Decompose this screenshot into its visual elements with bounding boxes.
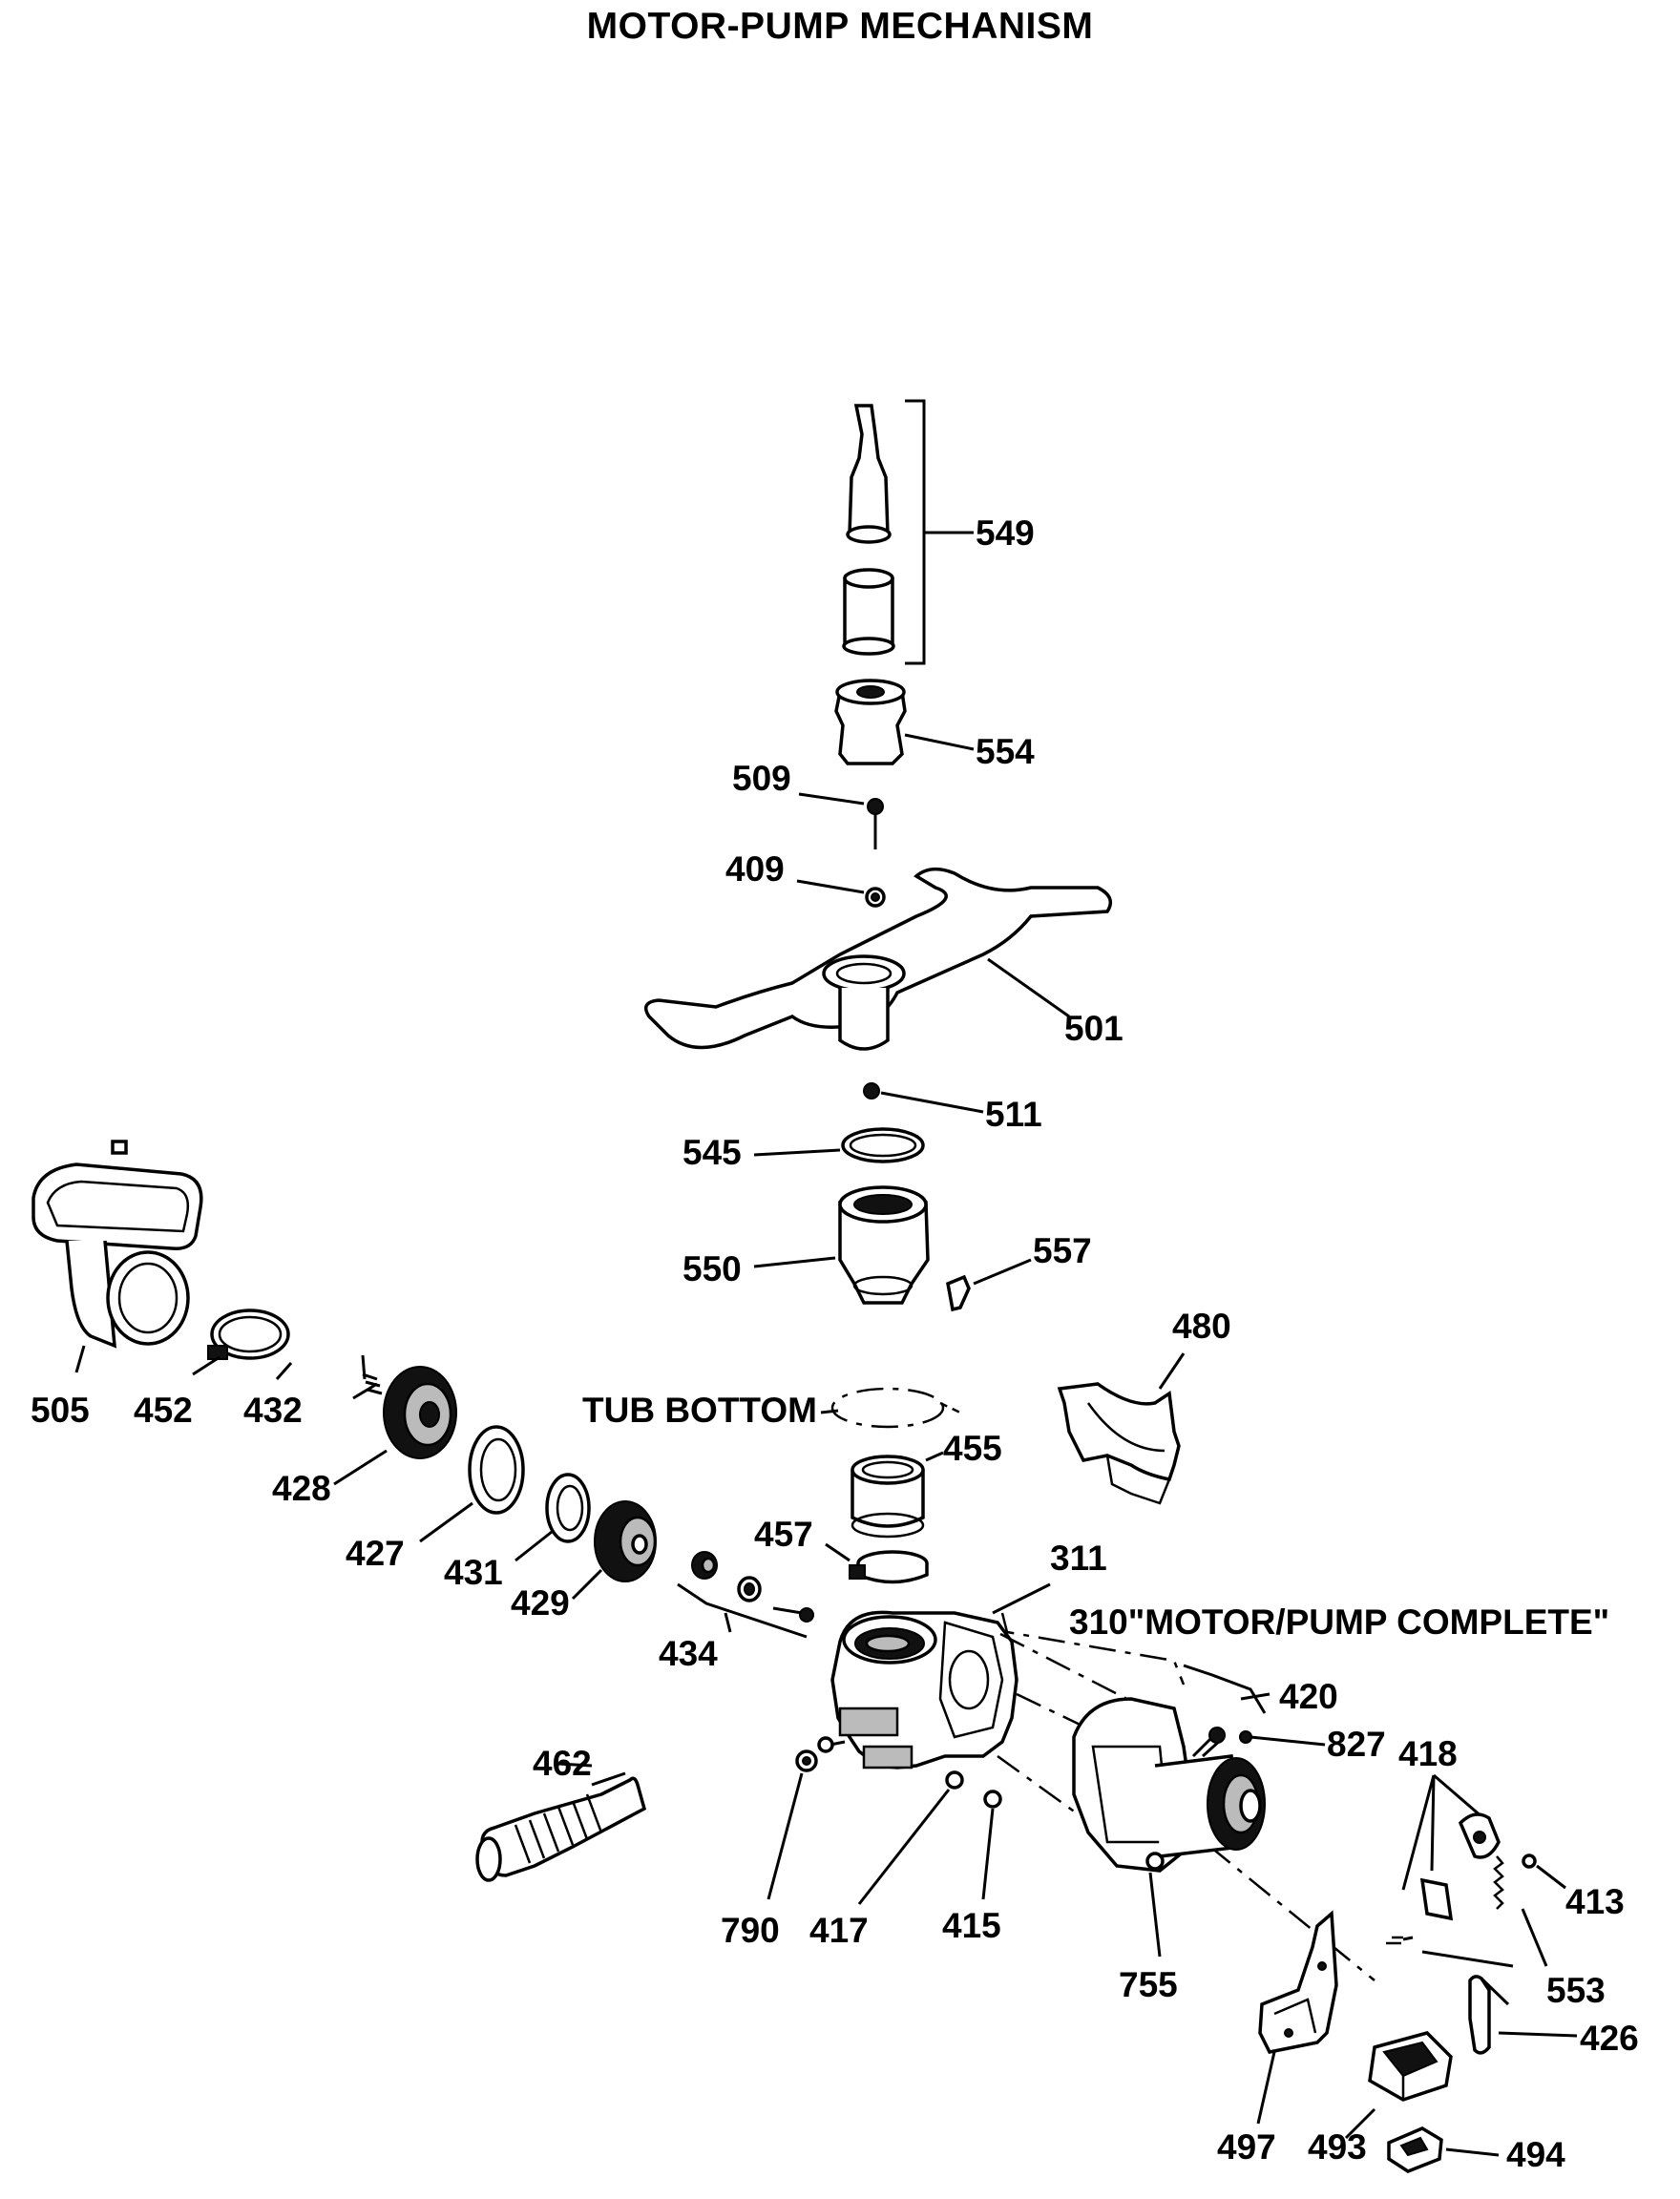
part-494-clip [1387,2126,1500,2173]
part-426-pin [1468,1975,1578,2055]
part-511-washer [863,1082,984,1114]
label-501: 501 [1064,1009,1124,1048]
label-827: 827 [1327,1725,1386,1764]
part-501-spray-arm [643,867,1113,1051]
part-452-clamp [192,1309,293,1380]
part-429-cover [571,1500,657,1601]
label-420: 420 [1279,1677,1338,1716]
motor-pump-complete-label: 310"MOTOR/PUMP COMPLETE" [1069,1602,1609,1642]
part-420-wire [1183,1664,1270,1714]
label-418: 418 [1398,1734,1458,1773]
part-311-pump-housing [817,1582,1051,1770]
part-480-shield [1057,1352,1186,1505]
part-457-clamp [825,1542,929,1584]
label-413: 413 [1565,1882,1625,1921]
label-434: 434 [659,1634,718,1673]
label-554: 554 [976,732,1035,771]
part-554-nut [834,679,975,765]
alignment-line [997,1754,1084,1820]
part-415-nut [981,1790,1002,1900]
part-428-impeller [333,1366,457,1486]
part-545-retaining-ring [753,1127,925,1163]
label-311: 311 [1050,1539,1107,1578]
label-452: 452 [134,1391,193,1430]
label-557: 557 [1033,1231,1092,1270]
label-549: 549 [976,513,1035,553]
label-550: 550 [682,1249,742,1288]
label-417: 417 [809,1911,869,1950]
label-431: 431 [444,1553,503,1592]
label-509: 509 [732,759,791,798]
part-455-seal [850,1451,944,1539]
part-432-screw [352,1354,383,1400]
alignment-line [1168,1812,1376,1981]
label-415: 415 [942,1906,1001,1945]
label-428: 428 [272,1469,331,1508]
part-417-washer [857,1770,964,1905]
label-429: 429 [511,1583,570,1623]
tub-bottom-gasket [820,1387,965,1429]
part-755-screw [1145,1852,1165,1958]
part-434-bushing-set [677,1551,814,1639]
label-755: 755 [1119,1965,1178,2004]
part-427-gasket [419,1425,525,1543]
part-310-motor [1072,1697,1266,1873]
part-550-hub [753,1185,930,1305]
label-455: 455 [943,1429,1002,1468]
label-480: 480 [1172,1307,1231,1346]
label-497: 497 [1217,2127,1276,2167]
label-457: 457 [754,1515,813,1554]
label-426: 426 [1580,2019,1639,2058]
label-432: 432 [243,1391,303,1430]
part-409-nut [796,879,886,908]
part-509-screw [798,792,884,849]
label-505: 505 [31,1391,90,1430]
part-549-spray-tower [842,399,974,665]
label-545: 545 [682,1133,742,1172]
part-418-relay-parts [1386,1773,1566,1968]
part-462-drive-worm [475,1762,647,1882]
label-511: 511 [985,1095,1042,1134]
label-462: 462 [533,1744,592,1783]
label-409: 409 [725,849,785,889]
part-790-fitting [766,1749,818,1900]
part-431-ring [514,1473,591,1562]
part-493-solenoid [1344,2031,1453,2140]
label-493: 493 [1308,2127,1367,2167]
label-553: 553 [1546,1971,1606,2010]
label-494: 494 [1506,2135,1565,2174]
alignment-line [1000,1612,1186,1686]
label-790: 790 [721,1911,780,1950]
tub-bottom-label: TUB BOTTOM [582,1391,817,1430]
diagram-title: MOTOR-PUMP MECHANISM [586,6,1094,47]
part-497-bracket [1256,1910,1338,2125]
part-827-screw [1239,1730,1326,1747]
label-427: 427 [346,1534,405,1573]
part-557-clip [946,1258,1032,1312]
part-505-sump-housing [32,1140,203,1373]
